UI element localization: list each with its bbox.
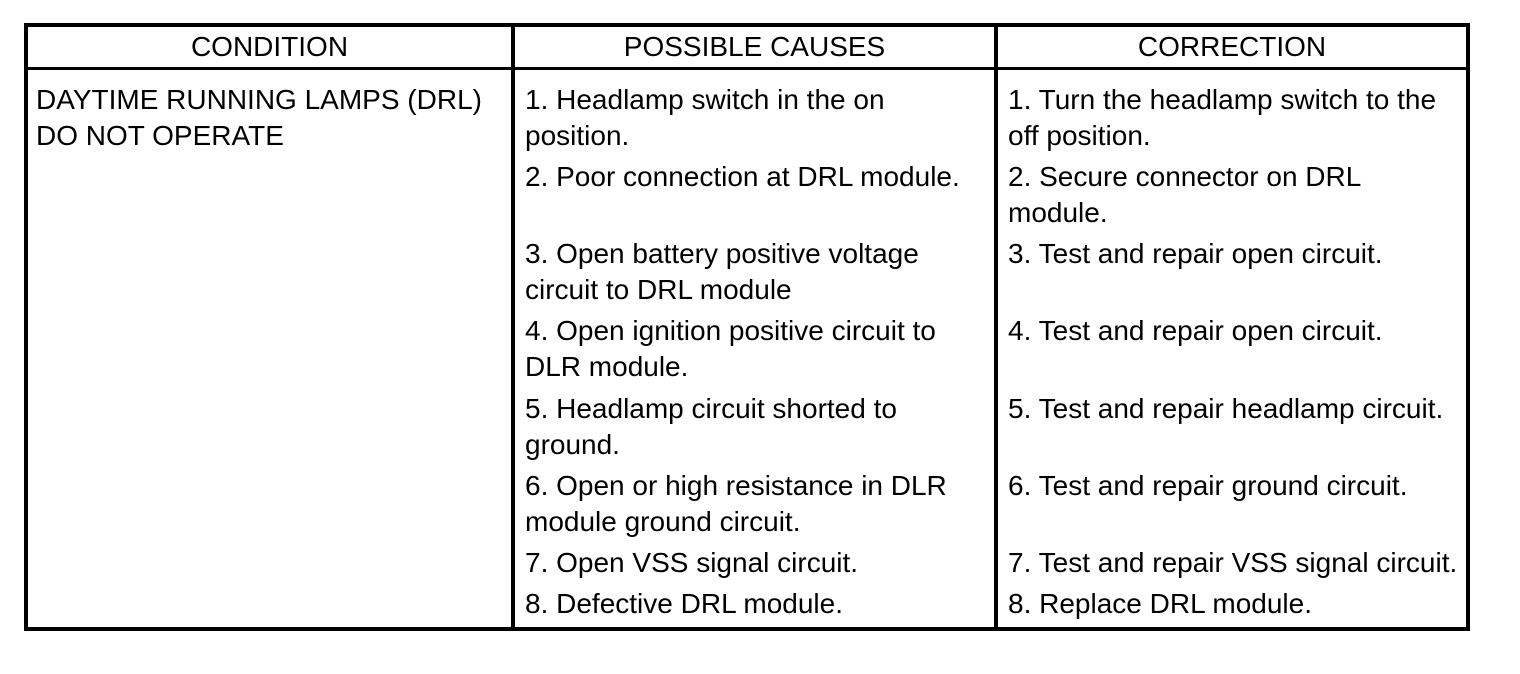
header-cell-condition: CONDITION bbox=[28, 27, 511, 70]
cause-item-4: 4. Open ignition positive circuit to DLR… bbox=[511, 313, 994, 391]
diagnostic-table: CONDITION POSSIBLE CAUSES CORRECTION DAY… bbox=[24, 23, 1470, 631]
correction-item-7: 7. Test and repair VSS signal circuit. bbox=[994, 544, 1466, 586]
header-cell-correction: CORRECTION bbox=[994, 27, 1466, 70]
cause-item-1: 1. Headlamp switch in the on position. bbox=[511, 70, 994, 160]
correction-item-8: 8. Replace DRL module. bbox=[994, 585, 1466, 627]
cause-item-6: 6. Open or high resistance in DLR module… bbox=[511, 467, 994, 545]
correction-item-5: 5. Test and repair headlamp circuit. bbox=[994, 390, 1466, 468]
correction-item-4: 4. Test and repair open circuit. bbox=[994, 313, 1466, 391]
cause-item-3: 3. Open battery positive voltage circuit… bbox=[511, 236, 994, 314]
correction-item-6: 6. Test and repair ground circuit. bbox=[994, 467, 1466, 545]
correction-item-3: 3. Test and repair open circuit. bbox=[994, 236, 1466, 314]
cause-item-7: 7. Open VSS signal circuit. bbox=[511, 544, 994, 586]
header-cell-possible-causes: POSSIBLE CAUSES bbox=[511, 27, 994, 70]
condition-cell: DAYTIME RUNNING LAMPS (DRL) DO NOT OPERA… bbox=[36, 84, 482, 151]
cause-item-8: 8. Defective DRL module. bbox=[511, 585, 994, 627]
correction-item-2: 2. Secure connector on DRL module. bbox=[994, 159, 1466, 237]
cause-item-2: 2. Poor connection at DRL module. bbox=[511, 159, 994, 237]
correction-item-1: 1. Turn the headlamp switch to the off p… bbox=[994, 70, 1466, 160]
cause-item-5: 5. Headlamp circuit shorted to ground. bbox=[511, 390, 994, 468]
